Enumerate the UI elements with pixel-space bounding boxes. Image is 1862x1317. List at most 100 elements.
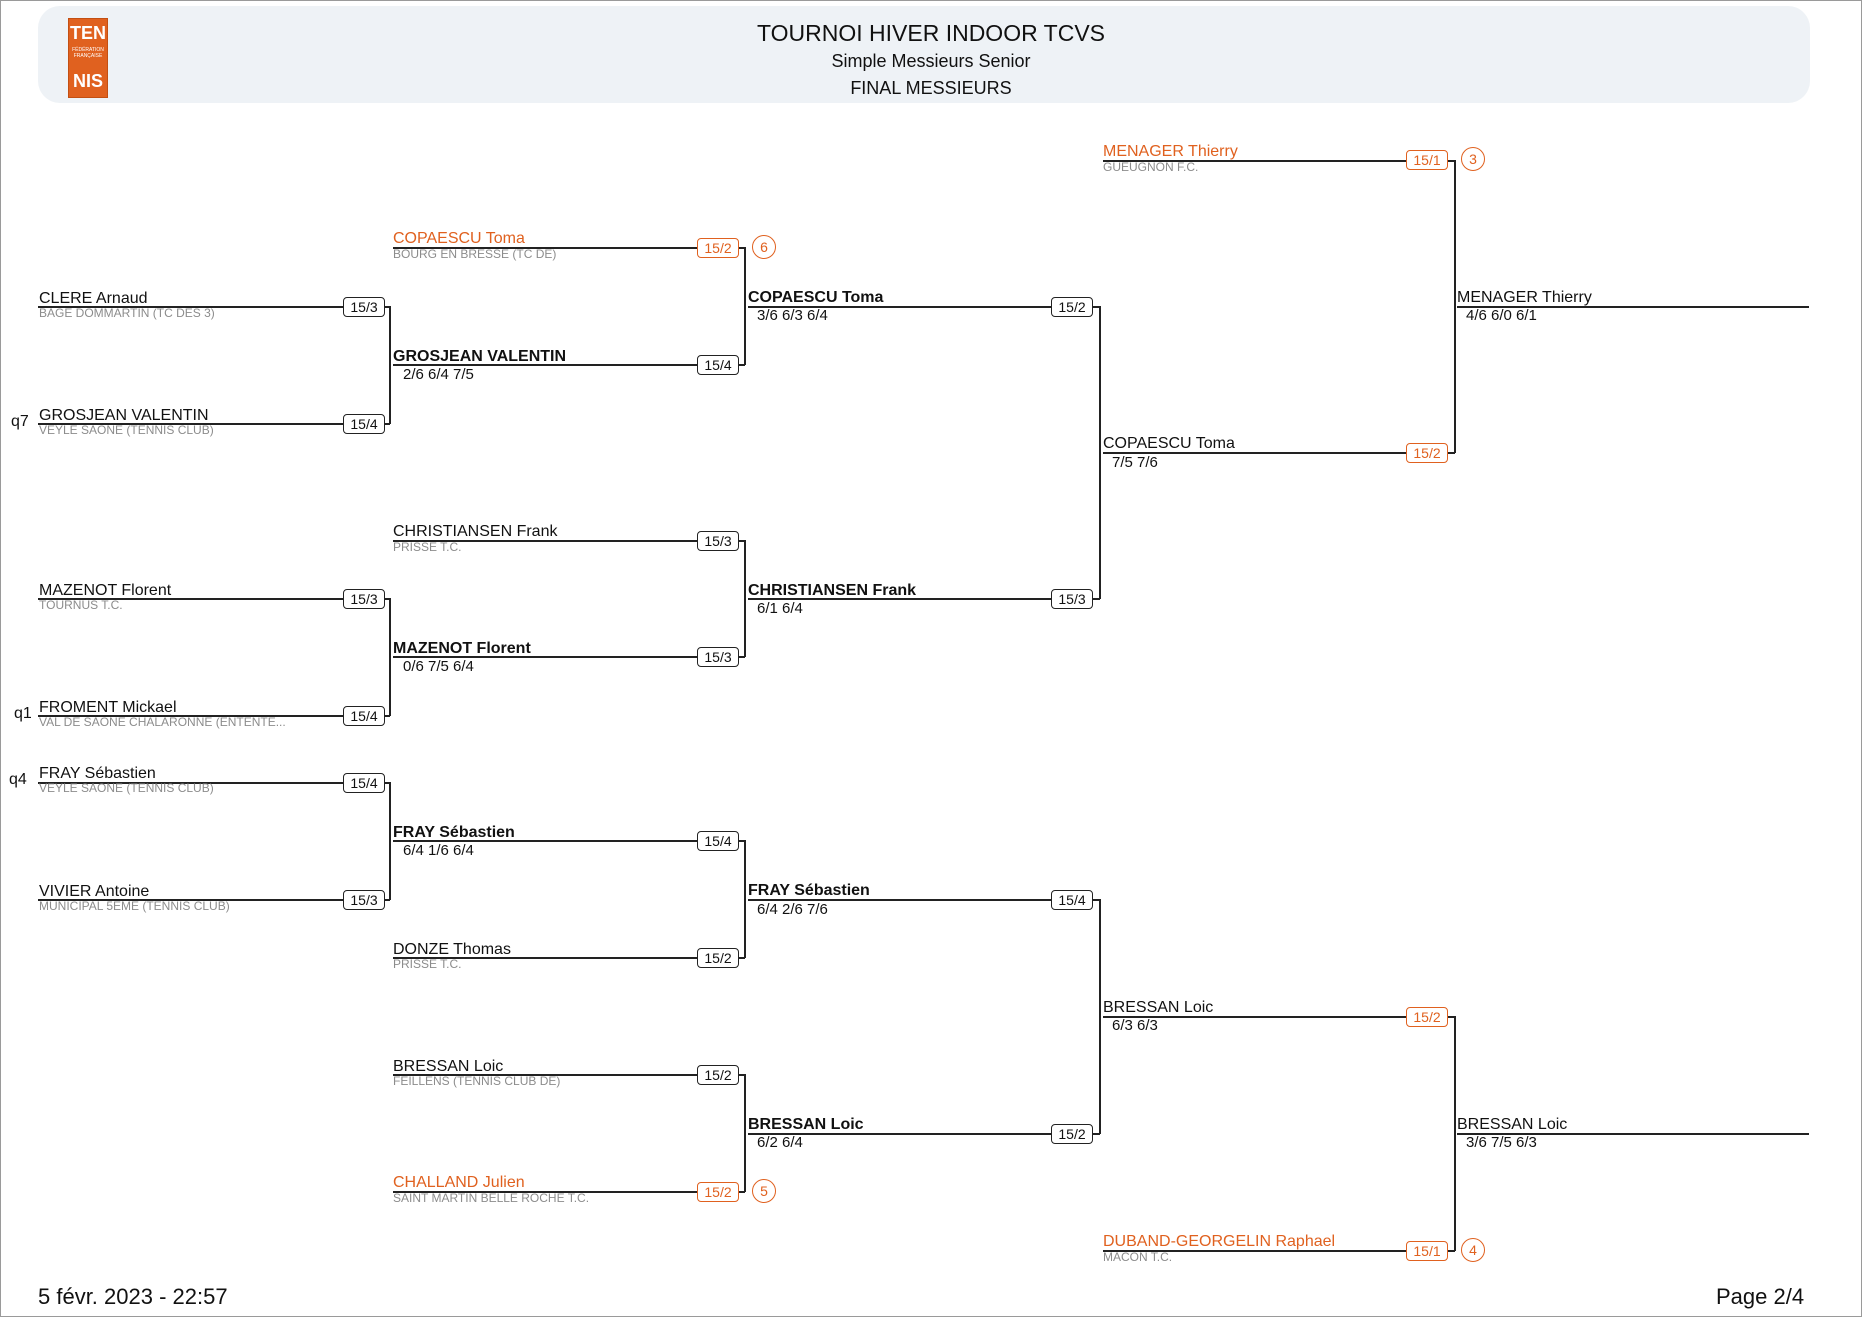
bracket-line [38, 782, 390, 784]
player-name: MAZENOT Florent [39, 582, 172, 599]
bracket-line [393, 656, 745, 658]
bracket-line [393, 540, 745, 542]
match-score: 6/4 2/6 7/6 [757, 901, 828, 918]
qualified-name: BRESSAN Loic [1457, 1116, 1568, 1133]
bracket-line [389, 782, 391, 900]
winner-name: MAZENOT Florent [393, 640, 531, 657]
event-subtitle: Simple Messieurs Senior [831, 51, 1031, 71]
tournament-title: TOURNOI HIVER INDOOR TCVS [756, 20, 1106, 46]
bracket-line [393, 957, 745, 959]
player-ranking: 15/4 [1051, 890, 1093, 910]
bracket-line [1103, 160, 1455, 162]
player-ranking: 15/3 [343, 890, 385, 910]
bracket-line [393, 1074, 745, 1076]
seed-number: 5 [752, 1179, 776, 1203]
match-score: 3/6 6/3 6/4 [757, 307, 828, 324]
match-score: 4/6 6/0 6/1 [1466, 307, 1537, 324]
player-name: DUBAND-GEORGELIN Raphael [1103, 1233, 1336, 1250]
player-club: VEYLE SAONE (TENNIS CLUB) [39, 782, 214, 795]
player-name: VIVIER Antoine [39, 883, 150, 900]
bracket-line [389, 306, 391, 424]
winner-name: CHRISTIANSEN Frank [748, 582, 917, 599]
player-ranking: 15/4 [697, 831, 739, 851]
match-score: 7/5 7/6 [1112, 454, 1158, 471]
player-ranking: 15/4 [343, 706, 385, 726]
winner-name: COPAESCU Toma [748, 289, 884, 306]
qualifier-label: q7 [11, 413, 29, 430]
player-ranking: 15/2 [697, 948, 739, 968]
bracket-line [393, 1191, 745, 1193]
bracket-line [38, 899, 390, 901]
match-score: 6/4 1/6 6/4 [403, 842, 474, 859]
bracket-line [393, 840, 745, 842]
bracket-line [38, 423, 390, 425]
player-name: GROSJEAN VALENTIN [39, 407, 209, 424]
qualifier-label: q1 [14, 705, 32, 722]
bracket-line [1099, 899, 1101, 1134]
player-club: SAINT MARTIN BELLE ROCHE T.C. [393, 1192, 590, 1205]
player-club: FEILLENS (TENNIS CLUB DE) [393, 1075, 561, 1088]
winner-name: COPAESCU Toma [1103, 435, 1235, 452]
player-club: BOURG EN BRESSE (TC DE) [393, 248, 557, 261]
bracket-line [38, 598, 390, 600]
bracket-line [38, 306, 390, 308]
player-club: VEYLE SAONE (TENNIS CLUB) [39, 424, 214, 437]
seed-number: 6 [752, 235, 776, 259]
player-club: GUEUGNON F.C. [1103, 161, 1199, 174]
player-ranking: 15/3 [697, 647, 739, 667]
bracket-line [1103, 1016, 1455, 1018]
player-name: BRESSAN Loic [393, 1058, 504, 1075]
bracket-line [744, 1074, 746, 1192]
player-club: PRISSE T.C. [393, 541, 462, 554]
player-ranking: 15/2 [1051, 1124, 1093, 1144]
bracket-line [744, 540, 746, 657]
bracket-line [389, 598, 391, 716]
player-name: CLERE Arnaud [39, 290, 148, 307]
player-ranking: 15/4 [343, 773, 385, 793]
player-ranking: 15/2 [697, 1065, 739, 1085]
player-ranking: 15/4 [343, 414, 385, 434]
logo-text-top: TEN [70, 23, 106, 43]
player-club: MACON T.C. [1103, 1251, 1173, 1264]
qualified-name: MENAGER Thierry [1457, 289, 1592, 306]
bracket-line [1457, 1133, 1809, 1135]
page-number: Page 2/4 [1716, 1284, 1805, 1309]
player-ranking: 15/3 [697, 531, 739, 551]
player-club: PRISSE T.C. [393, 958, 462, 971]
qualifier-label: q4 [9, 771, 27, 788]
player-club: BAGE DOMMARTIN (TC DES 3) [39, 307, 215, 320]
match-score: 0/6 7/5 6/4 [403, 658, 474, 675]
match-score: 2/6 6/4 7/5 [403, 366, 474, 383]
winner-name: FRAY Sébastien [393, 824, 515, 841]
match-score: 6/1 6/4 [757, 600, 803, 617]
logo-text-federation: FÉDÉRATION FRANÇAISE [72, 47, 104, 59]
bracket-line [1099, 306, 1101, 599]
seed-number: 4 [1461, 1238, 1485, 1262]
bracket-line [744, 247, 746, 365]
fft-tennis-logo: TEN FÉDÉRATION FRANÇAISE NIS [68, 18, 108, 98]
player-name: CHALLAND Julien [393, 1174, 525, 1191]
winner-name: FRAY Sébastien [748, 882, 870, 899]
bracket-line [748, 1133, 1100, 1135]
bracket-line [393, 247, 745, 249]
bracket-line [1103, 1250, 1455, 1252]
print-date: 5 févr. 2023 - 22:57 [38, 1284, 228, 1309]
match-score: 3/6 7/5 6/3 [1466, 1134, 1537, 1151]
player-ranking: 15/2 [1406, 443, 1448, 463]
player-ranking: 15/3 [343, 589, 385, 609]
player-ranking: 15/1 [1406, 150, 1448, 170]
round-title: FINAL MESSIEURS [850, 78, 1012, 98]
bracket-line [744, 840, 746, 958]
bracket-line [748, 899, 1100, 901]
bracket-line [748, 306, 1100, 308]
player-ranking: 15/1 [1406, 1241, 1448, 1261]
player-ranking: 15/4 [697, 355, 739, 375]
bracket-line [748, 598, 1100, 600]
seed-number: 3 [1461, 147, 1485, 171]
player-club: MUNICIPAL 5EME (TENNIS CLUB) [39, 900, 230, 913]
player-name: COPAESCU Toma [393, 230, 525, 247]
match-score: 6/3 6/3 [1112, 1017, 1158, 1034]
player-name: FRAY Sébastien [39, 765, 156, 782]
player-ranking: 15/3 [343, 297, 385, 317]
